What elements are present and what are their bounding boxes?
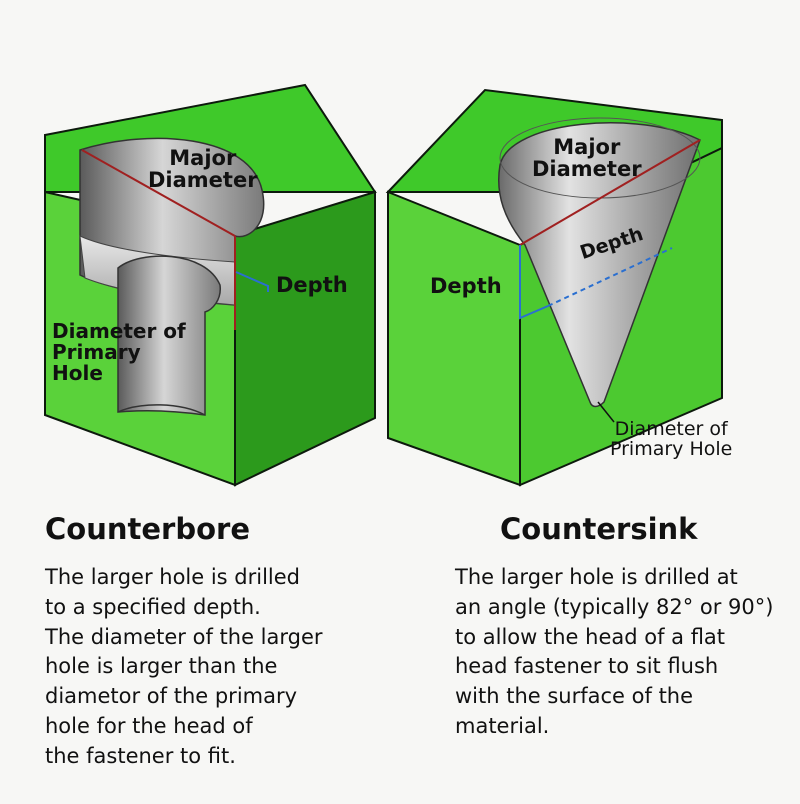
- countersink-depth-side-line: [519, 245, 549, 320]
- counterbore-major-diameter-label: Major Diameter: [148, 146, 258, 193]
- countersink-primary-diameter-label: Diameter of Primary Hole: [610, 418, 733, 460]
- counterbore-depth-label: Depth: [276, 273, 348, 297]
- counterbore-block: [44, 83, 377, 487]
- counterbore-major-line: [81, 149, 236, 237]
- counterbore-description: The larger hole is drilled to a specifie…: [45, 565, 323, 768]
- countersink-depth-side-label: Depth: [430, 274, 502, 298]
- counterbore-primary-bottom: [117, 404, 206, 416]
- countersink-title: Countersink: [500, 512, 698, 546]
- countersink-depth-dashed-line: [547, 247, 673, 307]
- countersink-front-face: [387, 190, 521, 487]
- countersink-major-diameter-label: Major Diameter: [532, 135, 642, 182]
- counterbore-title: Counterbore: [45, 512, 250, 546]
- countersink-cone: [498, 122, 701, 408]
- countersink-major-line: [519, 139, 701, 246]
- counterbore-side-face: [234, 190, 376, 487]
- countersink-primary-pointer: [597, 401, 615, 423]
- counterbore-primary-hole: [117, 255, 221, 416]
- counterbore-primary-diameter-label: Diameter of Primary Hole: [52, 319, 186, 385]
- counterbore-depth-line: [235, 271, 269, 292]
- countersink-description: The larger hole is drilled at an angle (…: [455, 565, 774, 739]
- countersink-block: [385, 88, 723, 487]
